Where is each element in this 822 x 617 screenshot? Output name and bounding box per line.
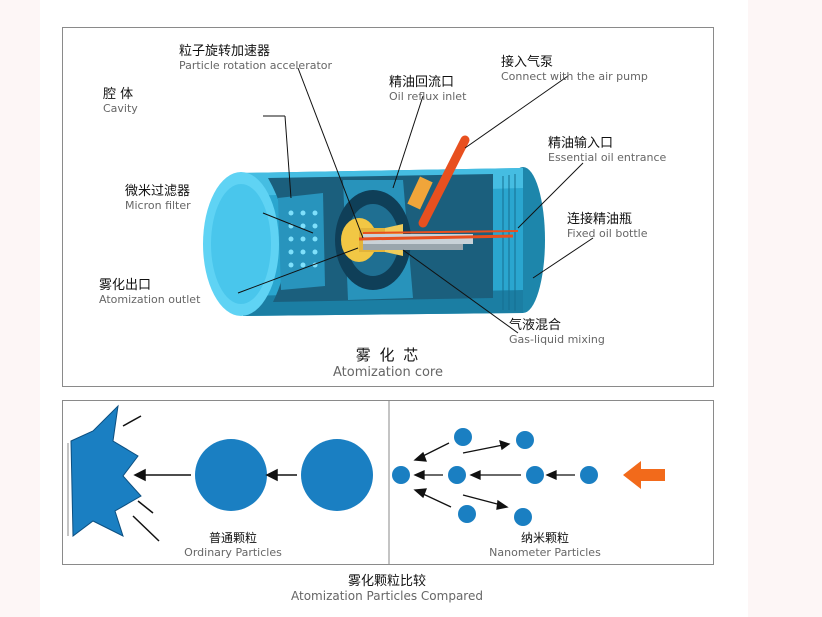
- label-en: Essential oil entrance: [548, 151, 667, 164]
- label-essential-oil-entrance: 精油输入口 Essential oil entrance: [548, 132, 666, 164]
- label-particle-rotation-accelerator: 粒子旋转加速器 Particle rotation accelerator: [179, 40, 332, 72]
- label-en: Oil reflux inlet: [389, 90, 467, 103]
- page: 粒子旋转加速器 Particle rotation accelerator 接入…: [40, 0, 748, 617]
- comparison-title-en: Atomization Particles Compared: [291, 589, 483, 603]
- ordinary-particle: [195, 439, 267, 511]
- nano-particles: [392, 428, 598, 526]
- air-pump-tube: [407, 135, 470, 228]
- micron-filter: [278, 193, 325, 290]
- label-zh: 接入气泵: [501, 55, 554, 70]
- ordinary-arrows: [133, 468, 297, 482]
- label-zh: 精油输入口: [548, 136, 614, 151]
- nano-zh: 纳米颗粒: [520, 531, 569, 545]
- label-en: Cavity: [103, 102, 138, 115]
- nano-particles-caption: 纳米颗粒 Nanometer Particles: [475, 529, 615, 559]
- core-title-en: Atomization core: [333, 365, 443, 380]
- atomization-core-panel: 粒子旋转加速器 Particle rotation accelerator 接入…: [62, 27, 714, 387]
- core-title-zh: 雾 化 芯: [355, 346, 421, 364]
- leader-lines: [237, 67, 594, 334]
- label-en: Micron filter: [125, 199, 191, 212]
- label-en: Fixed oil bottle: [567, 227, 648, 240]
- label-zh: 气液混合: [509, 318, 562, 333]
- label-atomization-outlet: 雾化出口 Atomization outlet: [99, 274, 200, 306]
- label-en: Gas-liquid mixing: [509, 333, 605, 346]
- atomization-core-illustration: [203, 67, 594, 334]
- nano-arrows: [413, 440, 575, 510]
- label-zh: 雾化出口: [99, 278, 152, 293]
- label-zh: 粒子旋转加速器: [179, 44, 271, 59]
- particle-comparison-illustration: [67, 401, 665, 564]
- ordinary-zh: 普通颗粒: [208, 531, 257, 545]
- label-en: Connect with the air pump: [501, 70, 648, 83]
- comparison-caption: 雾化颗粒比较 Atomization Particles Compared: [62, 570, 712, 603]
- label-en: Particle rotation accelerator: [179, 59, 333, 72]
- label-oil-reflux-inlet: 精油回流口 Oil reflux inlet: [389, 71, 466, 103]
- label-en: Atomization outlet: [99, 293, 201, 306]
- label-zh: 连接精油瓶: [567, 212, 633, 227]
- particle-comparison-panel: 普通颗粒 Ordinary Particles 纳米颗粒 Nanometer P…: [62, 400, 714, 565]
- ordinary-particles-caption: 普通颗粒 Ordinary Particles: [173, 529, 293, 559]
- ordinary-particle: [301, 439, 373, 511]
- label-air-pump: 接入气泵 Connect with the air pump: [501, 51, 648, 83]
- label-zh: 精油回流口: [389, 75, 455, 90]
- threads: [502, 174, 516, 311]
- orange-arrow-icon: [623, 461, 665, 489]
- label-zh: 腔 体: [103, 87, 134, 102]
- ordinary-particles: [195, 439, 373, 511]
- label-gas-liquid-mixing: 气液混合 Gas-liquid mixing: [509, 314, 605, 346]
- label-zh: 微米过滤器: [125, 184, 191, 199]
- splash-shape: [67, 404, 160, 542]
- core-caption: 雾 化 芯 Atomization core: [63, 344, 713, 380]
- nano-en: Nanometer Particles: [489, 546, 601, 559]
- comparison-title-zh: 雾化颗粒比较: [347, 574, 426, 589]
- ordinary-en: Ordinary Particles: [184, 546, 282, 559]
- label-micron-filter: 微米过滤器 Micron filter: [125, 180, 191, 212]
- label-cavity: 腔 体 Cavity: [103, 83, 138, 115]
- label-fixed-oil-bottle: 连接精油瓶 Fixed oil bottle: [567, 208, 648, 240]
- oil-input-tube: [362, 230, 519, 234]
